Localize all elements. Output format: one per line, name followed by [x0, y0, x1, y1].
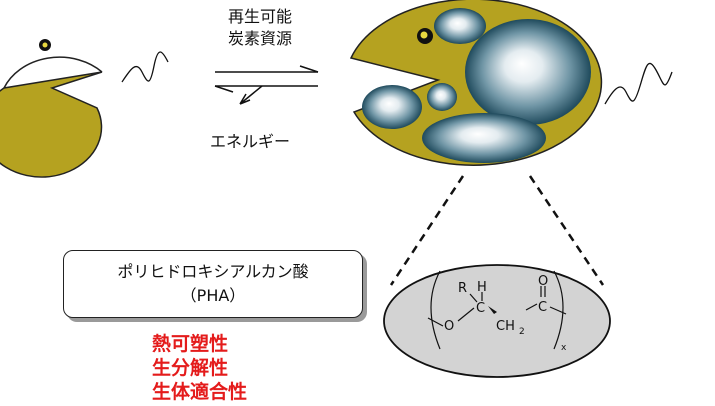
bacterium-empty [0, 39, 169, 178]
repeat-subscript-x: x [561, 343, 567, 353]
atom-o-carbonyl: O [538, 274, 548, 289]
equilibrium-arrows [214, 65, 319, 105]
carbon-source-label-line1: 再生可能 [227, 7, 292, 26]
pha-full-name: ポリヒドロキシアルカン酸 [117, 262, 309, 281]
property-thermoplastic: 熱可塑性 [152, 333, 229, 355]
property-biodegradable: 生分解性 [152, 357, 229, 379]
pha-granule-small [427, 83, 457, 111]
property-biocompatible: 生体適合性 [152, 381, 248, 403]
carbon-source-label-line2: 炭素資源 [227, 29, 292, 48]
bacterium-empty-body [0, 71, 103, 178]
pha-name-box: ポリヒドロキシアルカン酸 （PHA） [63, 250, 363, 318]
bracket-right [553, 270, 564, 350]
bacterium-empty-body-outline [3, 56, 103, 89]
pha-granule-left [362, 85, 422, 129]
pha-granule-bottom [422, 113, 546, 163]
energy-arrow-icon [239, 85, 263, 105]
bacterium-empty-eye-highlight [42, 42, 48, 48]
formula-ellipse [383, 264, 611, 378]
arrow-head-right-icon [299, 65, 319, 73]
bracket-left [430, 270, 441, 350]
atom-ch2: CH [496, 319, 515, 334]
atom-c-carbonyl: C [538, 300, 547, 315]
atom-c-alpha: C [476, 301, 485, 316]
zoom-lines [389, 175, 605, 286]
bacterium-full-flagellum [604, 62, 673, 105]
formula-panel: R H O C CH 2 C O x [383, 264, 611, 378]
atom-o-ether: O [444, 319, 454, 334]
atom-r: R [458, 281, 467, 296]
pha-granule-large [465, 19, 591, 125]
atom-h: H [477, 280, 487, 295]
carbon-source-label: 再生可能 炭素資源 [200, 6, 320, 50]
pha-abbreviation: （PHA） [180, 286, 246, 305]
bacterium-full-eye-highlight [420, 31, 428, 39]
bacterium-full [349, 0, 673, 166]
arrow-head-left-icon [214, 85, 234, 93]
pha-properties: 熱可塑性 生分解性 生体適合性 [152, 332, 282, 404]
bacterium-empty-flagellum [121, 51, 169, 83]
energy-label: エネルギー [209, 132, 290, 151]
atom-ch2-subscript: 2 [519, 327, 525, 337]
pha-granule-top [434, 8, 486, 44]
